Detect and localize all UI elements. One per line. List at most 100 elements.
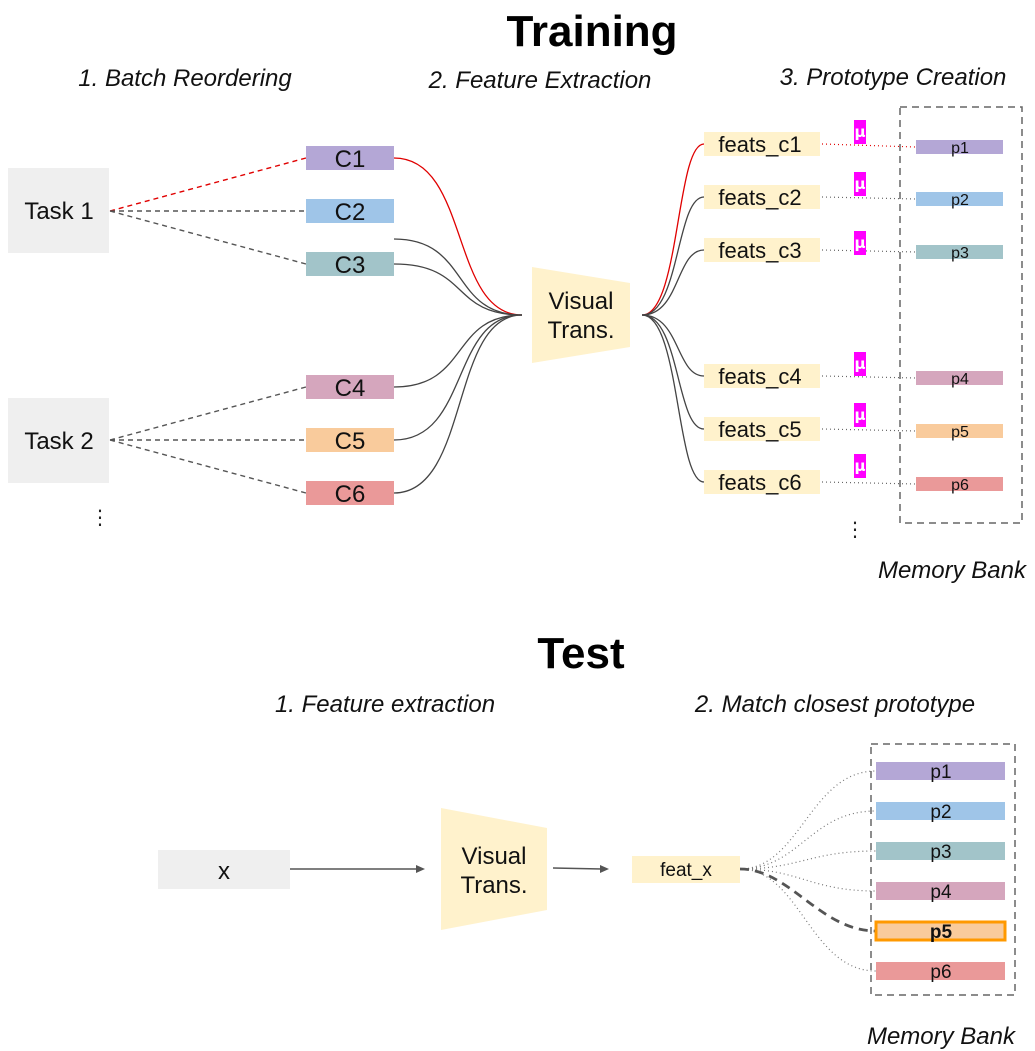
class-c6-bg bbox=[306, 481, 394, 505]
class-c2: C2 bbox=[306, 199, 394, 226]
prototype-p1-training: p1 bbox=[916, 140, 1003, 157]
extractor-feature-links bbox=[641, 143, 705, 483]
visual-transformer-test: Visual Trans. bbox=[441, 808, 547, 930]
prototype-p2-test-label: p2 bbox=[930, 802, 951, 823]
mean-symbol-4: μ bbox=[854, 355, 865, 373]
curve-vt-feats5 bbox=[641, 314, 705, 430]
mean-symbol-6: μ bbox=[854, 457, 865, 475]
mean-marker-3-bg bbox=[854, 231, 866, 255]
curve-vt-feats2 bbox=[641, 196, 705, 316]
test-input: x bbox=[158, 850, 290, 889]
dot-feats2-p2 bbox=[821, 196, 917, 200]
class-extractor-links bbox=[393, 157, 523, 494]
feature-c3-bg bbox=[704, 238, 820, 262]
prototype-p5-test-bg bbox=[874, 920, 1007, 942]
prototype-p4-test-label: p4 bbox=[930, 882, 952, 903]
prototype-p3-test-bg bbox=[876, 842, 1005, 860]
curve-vt-feats3 bbox=[641, 249, 705, 316]
training-title: Training bbox=[506, 7, 677, 56]
memory-bank-training-caption: Memory Bank bbox=[878, 557, 1028, 584]
dot-feats3-p3 bbox=[821, 249, 917, 253]
mean-marker-5-bg bbox=[854, 403, 866, 427]
visual-transformer-training: Visual Trans. bbox=[532, 267, 630, 363]
task-1-box: Task 1 bbox=[8, 168, 109, 253]
arrow-extractor-feature bbox=[552, 865, 609, 873]
mean-marker-2: μ bbox=[854, 172, 866, 196]
feature-c5-label: feats_c5 bbox=[718, 417, 801, 442]
curve-vt-feats1 bbox=[641, 143, 705, 316]
curve-c6-vt bbox=[393, 314, 523, 494]
prototype-p3-training-bg bbox=[916, 245, 1003, 259]
memory-bank-test-border bbox=[870, 743, 1016, 996]
class-c1-label: C1 bbox=[335, 146, 366, 173]
feature-c4-bg bbox=[704, 364, 820, 388]
prototype-p1-training-bg bbox=[916, 140, 1003, 154]
task-1-label: Task 1 bbox=[24, 198, 93, 225]
feature-c3-label: feats_c3 bbox=[718, 238, 801, 263]
link-task1-c3 bbox=[109, 210, 307, 265]
curve-vt-feats4 bbox=[641, 314, 705, 377]
prototype-p6-training-bg bbox=[916, 477, 1003, 491]
prototype-p1-test-label: p1 bbox=[930, 762, 951, 783]
class-c1-bg bbox=[306, 146, 394, 170]
link-task1-c1 bbox=[109, 157, 307, 212]
class-c1: C1 bbox=[306, 146, 394, 173]
class-c5-bg bbox=[306, 428, 394, 452]
link-task2-c6 bbox=[109, 439, 307, 494]
vt-training-line1: Visual bbox=[549, 288, 614, 315]
prototype-p3-training: p3 bbox=[916, 245, 1003, 262]
step-batch-reordering: 1. Batch Reordering bbox=[78, 65, 292, 92]
mean-marker-1: μ bbox=[854, 120, 866, 144]
prototype-p4-training-label: p4 bbox=[951, 371, 969, 388]
curve-c2-vt bbox=[393, 238, 523, 316]
curve-c4-vt bbox=[393, 314, 523, 388]
step-feature-extraction: 2. Feature Extraction bbox=[428, 67, 652, 94]
mean-marker-3: μ bbox=[854, 231, 866, 255]
step-prototype-creation: 3. Prototype Creation bbox=[780, 64, 1007, 91]
prototype-p1-training-label: p1 bbox=[951, 140, 969, 157]
feature-c1-label: feats_c1 bbox=[718, 132, 801, 157]
step-test-feature-extraction: 1. Feature extraction bbox=[275, 691, 495, 718]
feature-c1-bg bbox=[704, 132, 820, 156]
vt-training-shape bbox=[532, 267, 630, 363]
mean-marker-4: μ bbox=[854, 352, 866, 376]
class-c5: C5 bbox=[306, 428, 394, 455]
curve-vt-feats6 bbox=[641, 314, 705, 483]
prototype-p2-training-bg bbox=[916, 192, 1003, 206]
link-task2-c4 bbox=[109, 386, 307, 441]
class-c3-label: C3 bbox=[335, 252, 366, 279]
class-c4: C4 bbox=[306, 375, 394, 402]
mean-symbol-5: μ bbox=[854, 406, 865, 424]
prototype-p4-test-bg bbox=[876, 882, 1005, 900]
prototype-p4-training-bg bbox=[916, 371, 1003, 385]
prototype-p6-training-label: p6 bbox=[951, 477, 969, 494]
feature-c2: feats_c2 bbox=[704, 185, 820, 210]
features-ellipsis: ⋮ bbox=[845, 517, 865, 541]
prototype-p6-test-label: p6 bbox=[930, 962, 951, 983]
prototype-p5-training-bg bbox=[916, 424, 1003, 438]
test-feature-bg bbox=[632, 856, 740, 883]
feature-c3: feats_c3 bbox=[704, 238, 820, 263]
arrow-extractor-feature-line bbox=[552, 867, 603, 870]
step-match-prototype: 2. Match closest prototype bbox=[694, 691, 975, 718]
test-link-p2 bbox=[739, 810, 877, 870]
prototype-p5-test-label: p5 bbox=[930, 922, 953, 943]
task-2-bg bbox=[8, 398, 109, 483]
feature-prototype-links bbox=[821, 143, 917, 485]
prototype-p6-test-bg bbox=[876, 962, 1005, 980]
prototype-p2-test: p2 bbox=[876, 802, 1005, 823]
class-c5-label: C5 bbox=[335, 428, 366, 455]
arrow-input-extractor bbox=[290, 865, 425, 873]
prototype-p4-training: p4 bbox=[916, 371, 1003, 388]
class-c6-label: C6 bbox=[335, 481, 366, 508]
dot-feats6-p6 bbox=[821, 481, 917, 485]
class-c2-bg bbox=[306, 199, 394, 223]
mean-marker-6-bg bbox=[854, 454, 866, 478]
tasks-ellipsis: ⋮ bbox=[90, 505, 110, 529]
test-input-label: x bbox=[218, 858, 230, 885]
mean-marker-2-bg bbox=[854, 172, 866, 196]
mean-marker-5: μ bbox=[854, 403, 866, 427]
mean-symbol-2: μ bbox=[854, 175, 865, 193]
feature-c5-bg bbox=[704, 417, 820, 441]
mean-marker-1-bg bbox=[854, 120, 866, 144]
